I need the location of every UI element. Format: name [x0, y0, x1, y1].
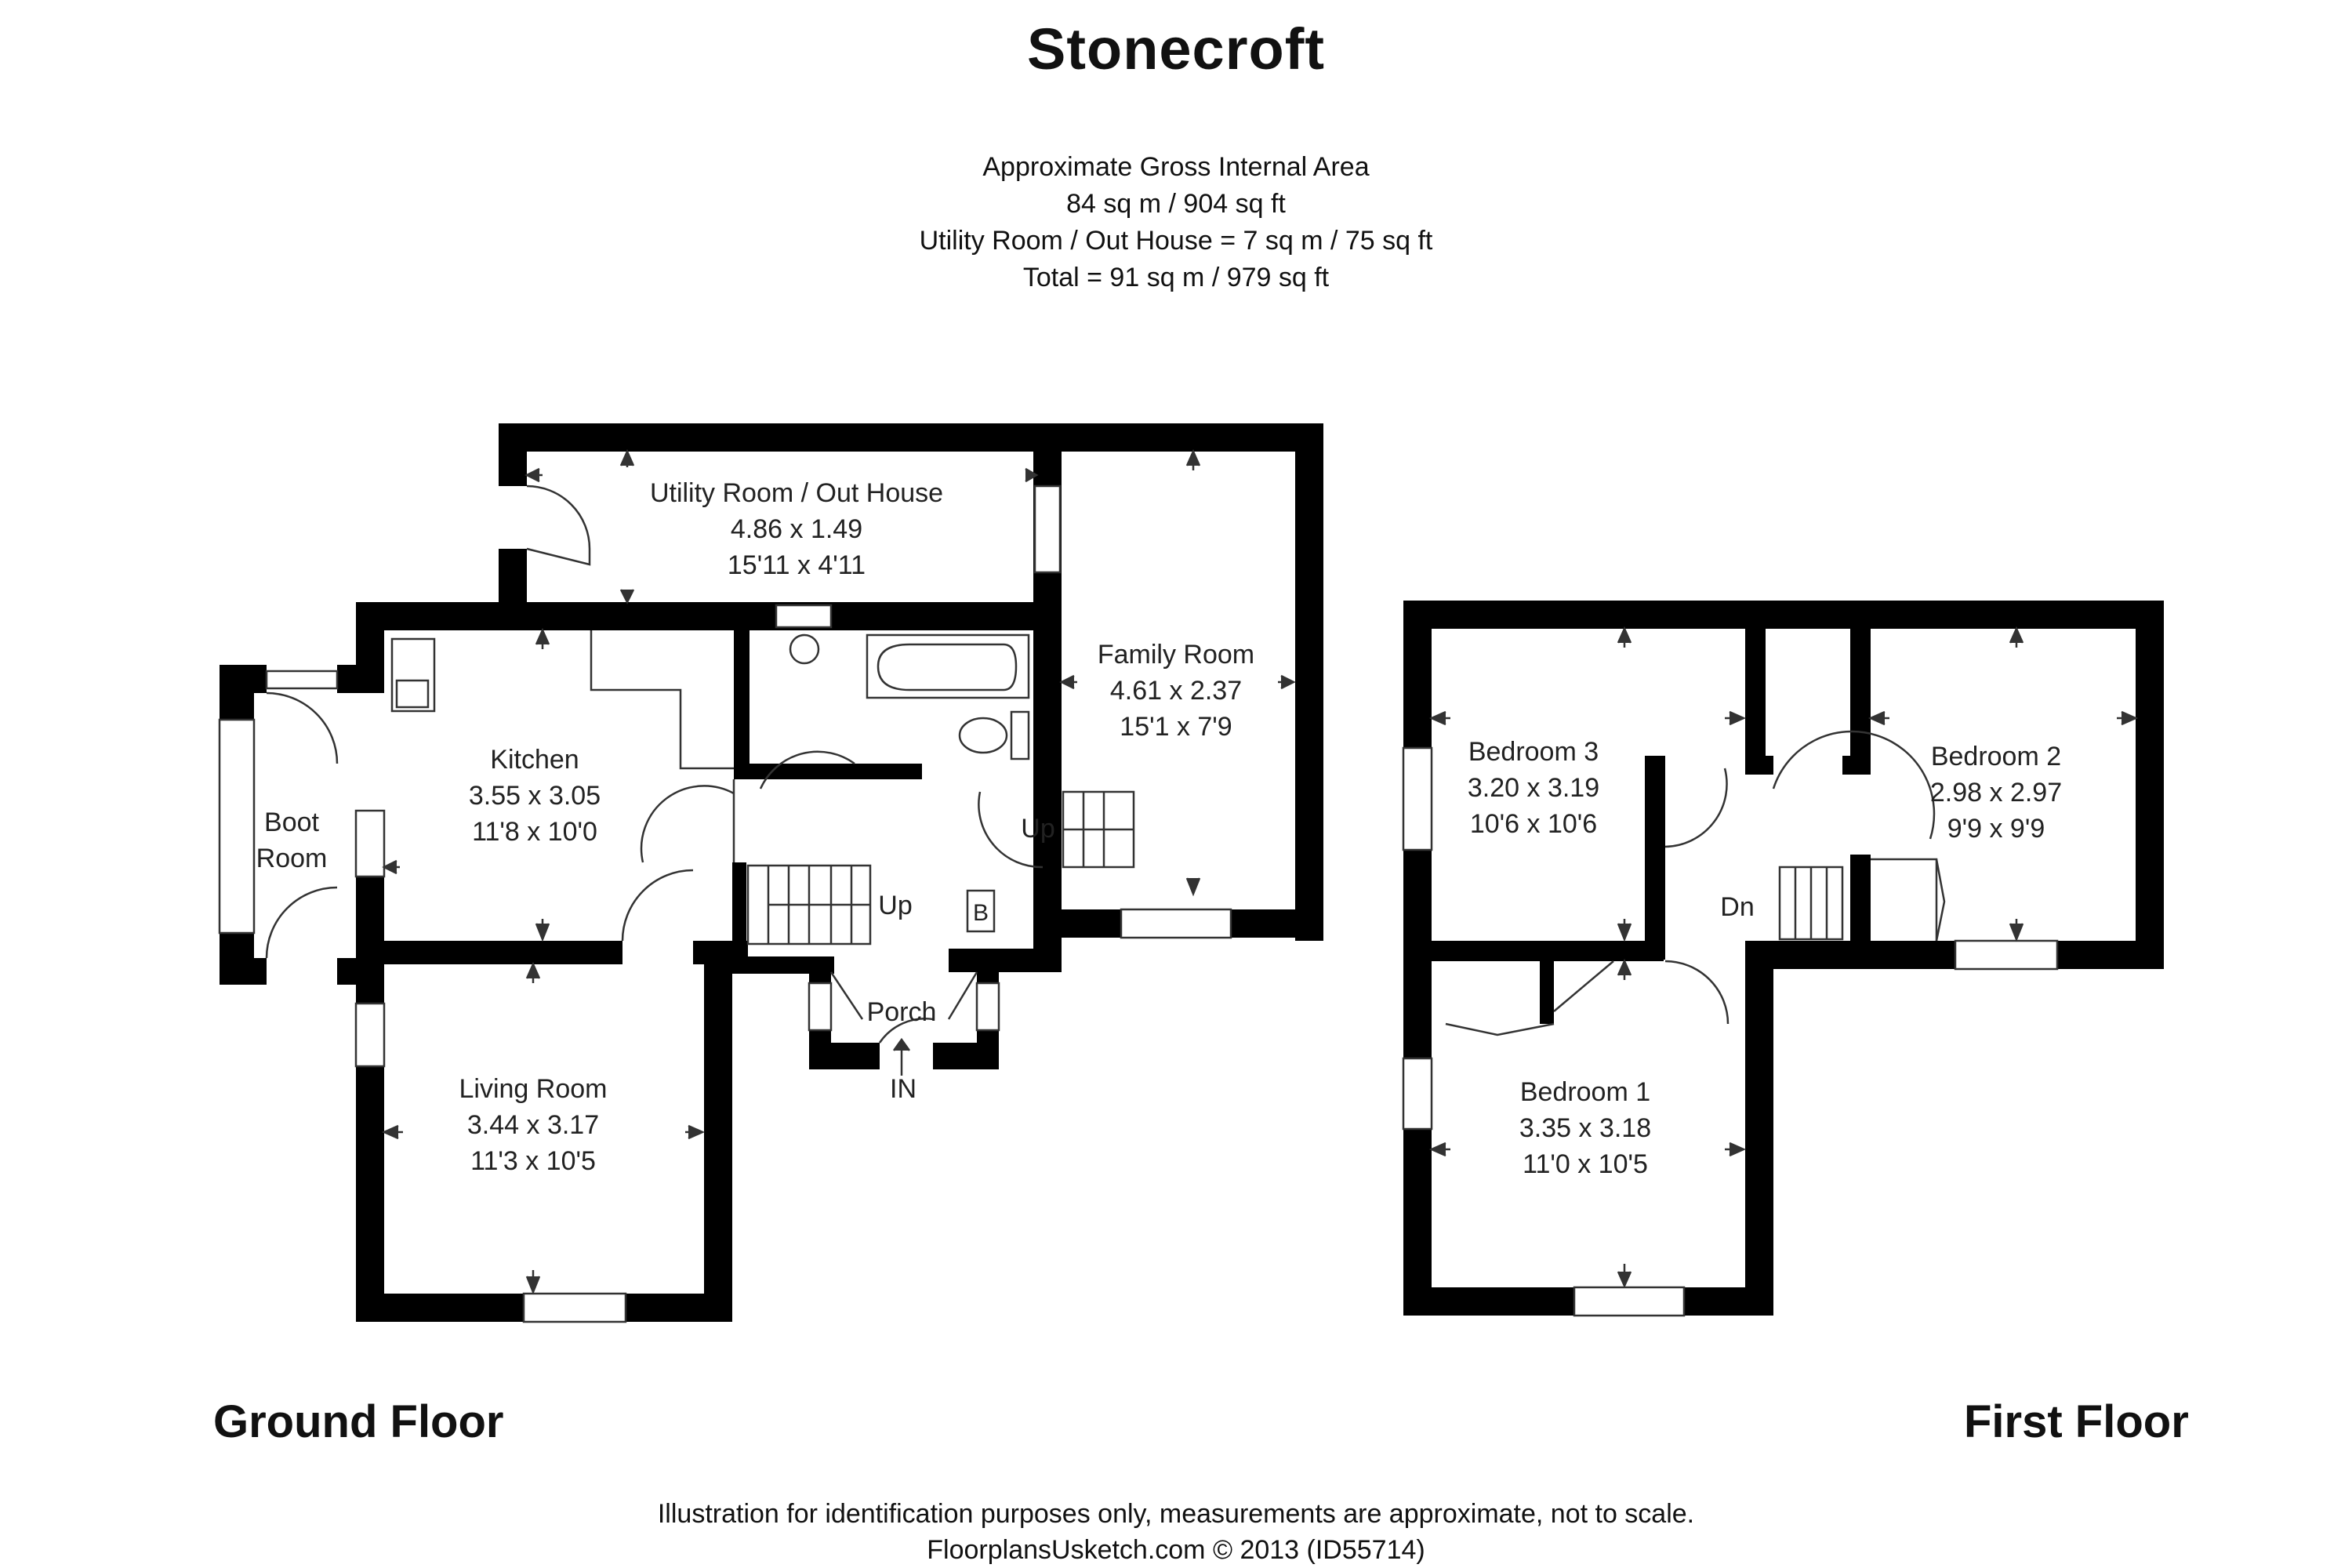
stairs-up-label-hall: Up [878, 891, 912, 920]
area-summary: Approximate Gross Internal Area 84 sq m … [0, 149, 2352, 296]
bedroom3-metric: 3.20 x 3.19 [1468, 773, 1599, 803]
first-floor-dimension-arrows [1428, 626, 2139, 1289]
first-floor-walls [1403, 601, 2164, 1316]
bedroom1-imperial: 11'0 x 10'5 [1523, 1149, 1648, 1179]
disclaimer-line: Illustration for identification purposes… [657, 1499, 1695, 1529]
kitchen-name: Kitchen [490, 745, 579, 775]
boot-name-1: Boot [264, 808, 319, 837]
kitchen-metric: 3.55 x 3.05 [469, 781, 601, 811]
area-utility: Utility Room / Out House = 7 sq m / 75 s… [919, 226, 1433, 256]
utility-imperial: 15'11 x 4'11 [728, 550, 866, 580]
kitchen-imperial: 11'8 x 10'0 [472, 817, 597, 847]
stairs-down-label: Dn [1720, 892, 1754, 922]
stairs-up-label-family: Up [1021, 814, 1054, 844]
ground-floor-windows [218, 485, 1232, 1323]
living-metric: 3.44 x 3.17 [467, 1110, 599, 1140]
first-floor-details [1445, 730, 1946, 1036]
entrance-label: IN [890, 1074, 916, 1104]
bedroom3-name: Bedroom 3 [1468, 737, 1599, 767]
ground-floor-details [265, 485, 1135, 1044]
utility-name: Utility Room / Out House [650, 478, 943, 508]
area-heading: Approximate Gross Internal Area [982, 152, 1370, 182]
living-name: Living Room [459, 1074, 608, 1104]
ground-floor-walls [220, 423, 1323, 1322]
boot-name-2: Room [256, 844, 328, 873]
bedroom1-metric: 3.35 x 3.18 [1519, 1113, 1651, 1143]
copyright-line: FloorplansUsketch.com © 2013 (ID55714) [927, 1535, 1425, 1565]
utility-metric: 4.86 x 1.49 [731, 514, 862, 544]
area-total: Total = 91 sq m / 979 sq ft [1022, 263, 1330, 292]
area-main: 84 sq m / 904 sq ft [1066, 189, 1286, 219]
bedroom3-imperial: 10'6 x 10'6 [1470, 809, 1597, 839]
bedroom2-name: Bedroom 2 [1931, 742, 2061, 771]
bedroom1-name: Bedroom 1 [1520, 1077, 1650, 1107]
family-metric: 4.61 x 2.37 [1110, 676, 1242, 706]
footer-disclaimer: Illustration for identification purposes… [0, 1496, 2352, 1568]
family-name: Family Room [1098, 640, 1254, 670]
first-floor-windows [1402, 746, 2059, 1317]
bedroom2-imperial: 9'9 x 9'9 [1947, 814, 2045, 844]
plan-title: Stonecroft [1027, 16, 1325, 82]
bedroom2-metric: 2.98 x 2.97 [1930, 778, 2062, 808]
ground-floor-label: Ground Floor [213, 1396, 504, 1447]
family-imperial: 15'1 x 7'9 [1120, 712, 1232, 742]
living-imperial: 11'3 x 10'5 [470, 1146, 596, 1176]
room-labels: Utility Room / Out House 4.86 x 1.49 15'… [256, 478, 2062, 1179]
porch-label: Porch [867, 997, 937, 1027]
first-floor-label: First Floor [1964, 1396, 2189, 1447]
boiler-label: B [973, 900, 989, 926]
ground-floor-dimension-arrows [381, 448, 1296, 1295]
